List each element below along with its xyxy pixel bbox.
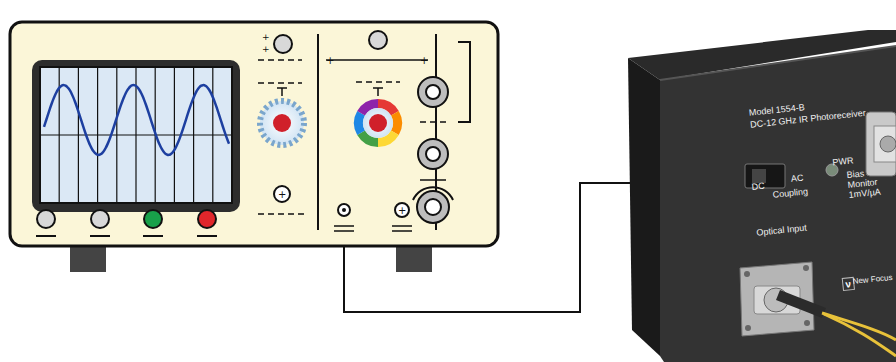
svg-text:+: + (278, 189, 286, 200)
svg-text:+: + (262, 44, 270, 54)
panel-label: PWR (832, 156, 854, 168)
panel-label: Optical Input (756, 223, 807, 238)
panel-label: Bias Monitor 1mV/µA (846, 166, 893, 200)
scope-screen (40, 67, 232, 203)
scope-screen-bezel (32, 60, 240, 212)
svg-text:+: + (326, 55, 334, 66)
panel-label: New Focus (852, 274, 893, 287)
svg-text:+: + (262, 32, 270, 42)
bnc-connectors (413, 42, 470, 223)
panel-label: DC (751, 182, 765, 193)
scope-controls: + + + (326, 31, 428, 231)
photoreceiver-housing (628, 30, 896, 362)
scope-controls: + + + (258, 32, 306, 214)
scope-body (10, 22, 498, 246)
panel-label: Coupling (772, 187, 808, 201)
screen-grid (40, 67, 232, 203)
panel-label: AC (791, 174, 804, 185)
scope-buttons (36, 210, 217, 236)
sine-trace (44, 85, 229, 155)
svg-text:+: + (398, 205, 406, 216)
svg-text:+: + (420, 55, 428, 66)
photoreceiver-face: Model 1554-BDC-12 GHz IR PhotoreceiverPW… (660, 55, 896, 360)
